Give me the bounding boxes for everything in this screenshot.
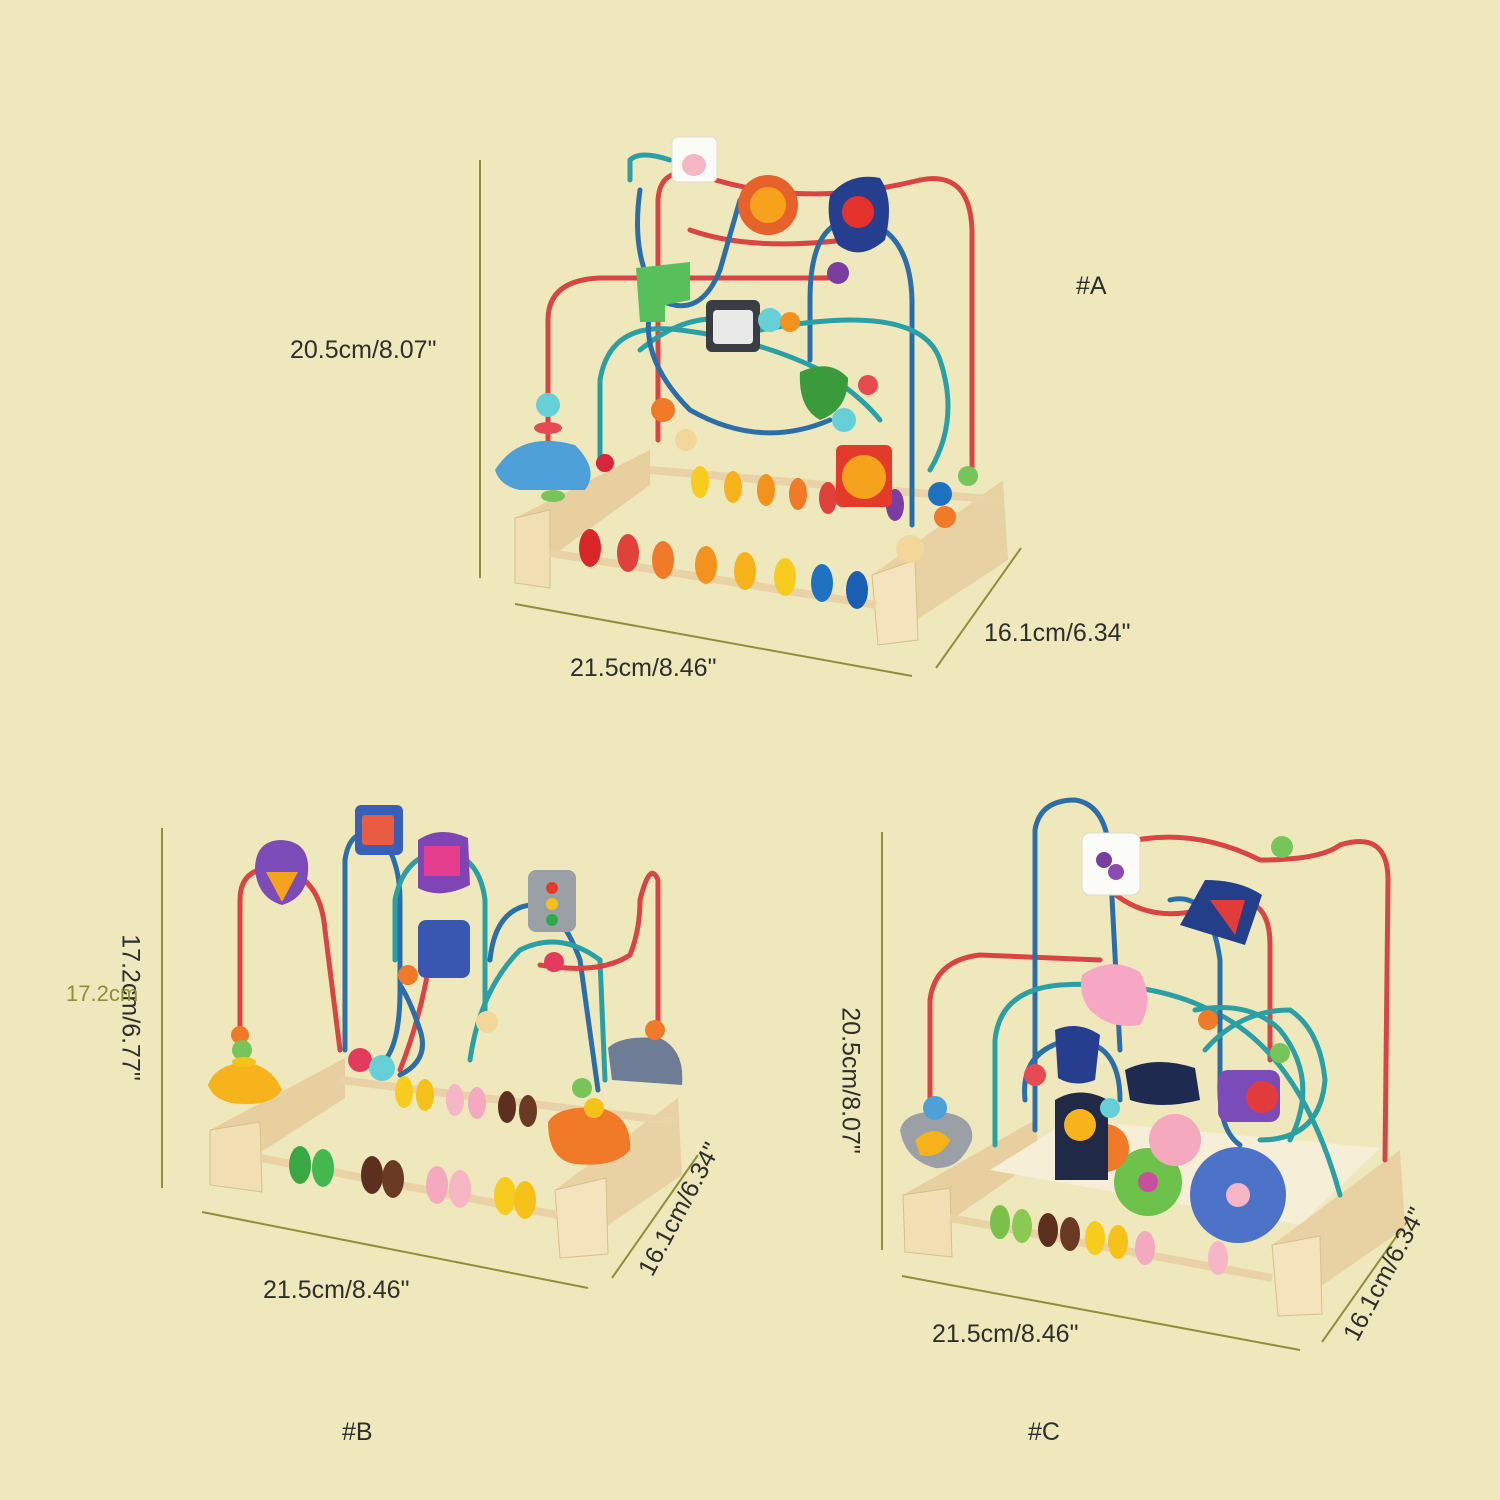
product-tag-c: #C <box>1028 1418 1060 1446</box>
shaped-beads-a <box>495 136 978 563</box>
abacus-beads-b-back <box>395 1076 537 1127</box>
dimension-line-width-c <box>901 1275 1301 1351</box>
abacus-beads-c <box>990 1205 1228 1275</box>
width-label-a: 21.5cm/8.46" <box>570 654 717 682</box>
peach-bead <box>1081 964 1148 1026</box>
height-label-c: 20.5cm/8.07" <box>836 1007 865 1154</box>
gear-pink <box>1149 1114 1201 1166</box>
car-bead-mid <box>418 920 470 978</box>
dimension-line-width-b <box>201 1211 589 1289</box>
taxi-bead <box>208 1062 282 1105</box>
dimension-line-depth-c <box>1321 1219 1409 1343</box>
bead-maze-c <box>881 797 1409 1351</box>
grape-bead <box>1081 832 1141 896</box>
fire-truck-bead <box>548 1107 631 1165</box>
depth-label-a: 16.1cm/6.34" <box>984 619 1131 647</box>
dimension-line-depth-a <box>935 547 1022 669</box>
leaf-bead <box>799 366 848 420</box>
product-tag-a: #A <box>1076 272 1107 300</box>
wooden-base-b <box>209 1058 682 1259</box>
dimension-line-depth-b <box>611 1154 699 1279</box>
abacus-beads-b-front <box>289 1146 536 1219</box>
dinosaur-bead <box>636 262 690 322</box>
height-label-b: 17.2cm/6.77" <box>116 934 145 1081</box>
width-label-c: 21.5cm/8.46" <box>932 1320 1079 1348</box>
width-label-b: 21.5cm/8.46" <box>263 1276 410 1304</box>
bead-maze-a <box>479 136 1022 677</box>
van-bead <box>608 1037 683 1085</box>
height-label-a: 20.5cm/8.07" <box>290 336 437 364</box>
blueberry-bead <box>1125 1061 1200 1105</box>
product-tag-b: #B <box>342 1418 373 1446</box>
shaped-beads-b <box>208 805 683 1165</box>
dimension-line-width-a <box>514 603 913 677</box>
cup-bead-c <box>1055 1026 1100 1084</box>
bead-maze-b <box>161 805 699 1289</box>
bead-wires-c <box>927 797 1391 1198</box>
height-label-b-ghost: 17.2cm <box>66 981 139 1006</box>
shaped-beads-c <box>900 832 1293 1180</box>
abacus-beads-a-front <box>579 529 868 609</box>
whale-bead <box>495 440 591 490</box>
